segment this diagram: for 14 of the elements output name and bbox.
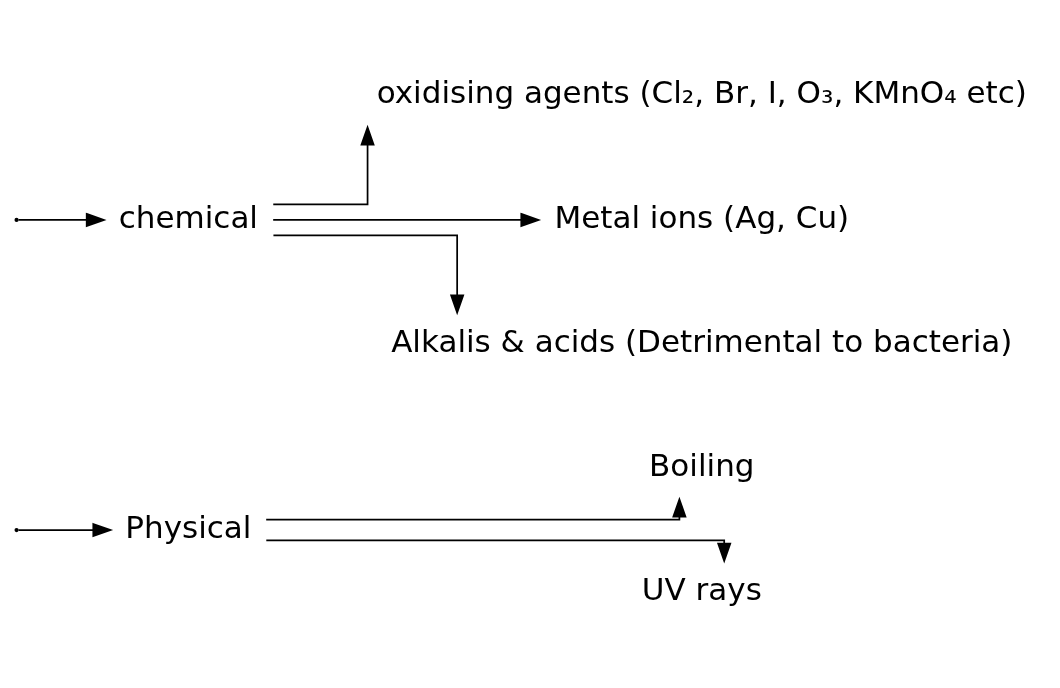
arrow bbox=[17, 212, 107, 228]
node-text: Alkalis & acids (Detrimental to bacteria) bbox=[391, 322, 1013, 359]
arrow bbox=[17, 522, 114, 538]
arrow bbox=[265, 496, 687, 521]
node-text: oxidising agents (Cl₂, Br, I, O₃, KMnO₄ etc) bbox=[376, 74, 1027, 111]
arrow bbox=[265, 539, 732, 564]
node-text: Boiling bbox=[649, 446, 755, 483]
node-text: chemical bbox=[118, 198, 258, 235]
node-text: Physical bbox=[125, 508, 252, 545]
arrow bbox=[272, 212, 542, 228]
arrow bbox=[272, 234, 465, 316]
node-text: Metal ions (Ag, Cu) bbox=[554, 198, 850, 235]
node-text: UV rays bbox=[641, 570, 762, 607]
arrow bbox=[272, 124, 375, 206]
